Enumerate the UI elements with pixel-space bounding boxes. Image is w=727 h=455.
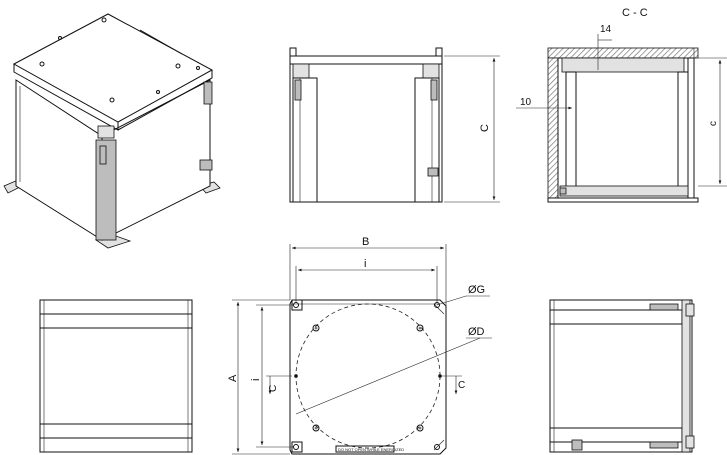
- section-title: C - C: [622, 7, 648, 19]
- left-side-view: [39, 299, 193, 453]
- iso-post-cap: [97, 125, 115, 139]
- iso-post-front: [95, 139, 117, 241]
- top-view-corner-chamfer-tr: [433, 303, 445, 315]
- top-dim-a-label: A: [227, 374, 239, 382]
- top-dim-i-label: i: [364, 258, 366, 270]
- iso-lid-edge-left: [13, 64, 119, 131]
- iso-post-right: [203, 81, 213, 105]
- section-bolt: [559, 187, 567, 195]
- front-bolt-left: [294, 79, 302, 101]
- iso-lid-screw-7: [196, 66, 200, 70]
- right-view-bottom-rail: [549, 427, 683, 443]
- front-lid-stub-right: [435, 47, 443, 57]
- iso-connector: [199, 159, 213, 171]
- right-view-connector: [571, 439, 583, 451]
- top-view-lid: [289, 299, 447, 455]
- left-view-bottom-rail: [39, 423, 193, 439]
- section-inner-right: [677, 71, 689, 193]
- right-view-post-cap-top: [685, 303, 695, 317]
- top-view-hole-br: [434, 444, 440, 450]
- section-cavity: [557, 57, 689, 199]
- front-lid: [289, 55, 443, 65]
- top-view-screw-2: [416, 324, 424, 332]
- cut-label-left: C: [268, 385, 279, 392]
- iso-lid-screw-6: [156, 90, 160, 94]
- iso-lid-screw-3: [175, 63, 181, 69]
- section-top-plate: [561, 57, 685, 73]
- top-view-screw-3: [312, 424, 320, 432]
- section-bottom-plate: [559, 185, 689, 197]
- section-dim-c-label: c: [708, 121, 719, 126]
- section-inner-left: [565, 71, 577, 193]
- right-view-top-rail: [549, 309, 683, 325]
- top-dim-is-label: i: [250, 379, 262, 381]
- left-view-top-rail: [39, 313, 193, 329]
- leader-og: [436, 295, 467, 306]
- front-post-cap-left: [292, 63, 310, 79]
- leader-od: [295, 337, 481, 415]
- isometric-view: [3, 13, 221, 249]
- iso-lid-screw-2: [101, 17, 107, 23]
- section-left-wall: [547, 57, 559, 199]
- section-view: C - C 14 10 c: [516, 7, 727, 203]
- front-connector: [427, 167, 439, 177]
- front-bolt-right: [430, 79, 438, 101]
- section-right-wall: [687, 57, 695, 199]
- right-view-bolt-bottom: [649, 441, 679, 449]
- top-view-screw-4: [416, 424, 424, 432]
- top-view-hole-tr: [434, 302, 440, 308]
- top-view-screw-3-center: [314, 426, 318, 430]
- top-view: DO NOT OPEN WHILE ENERGIZED B i A i C C …: [227, 236, 492, 455]
- right-view-post-cap-bottom: [685, 435, 695, 449]
- right-side-view: [549, 299, 695, 453]
- section-bottom-edge: [547, 197, 699, 203]
- front-view: C: [289, 47, 500, 203]
- label-og: ØG: [468, 284, 485, 296]
- cut-label-right: C: [458, 380, 465, 391]
- iso-lid-screw-1: [39, 61, 45, 67]
- top-view-screw-1: [312, 324, 320, 332]
- top-view-screw-1-center: [314, 326, 318, 330]
- iso-lid-screw-5: [58, 36, 62, 40]
- section-dim-14-label: 14: [600, 24, 612, 35]
- front-post-cap-right: [422, 63, 440, 79]
- top-view-center-dot-left: [294, 374, 298, 378]
- right-view-bolt-top: [649, 303, 679, 311]
- section-dim-10-label: 10: [520, 97, 532, 108]
- top-view-center-dot-right: [438, 374, 442, 378]
- label-od: ØD: [468, 326, 485, 338]
- section-top-wall: [547, 47, 699, 59]
- iso-lid-edge-right: [117, 70, 213, 131]
- iso-post-bolt: [99, 145, 107, 165]
- top-view-warning-text: DO NOT OPEN WHILE ENERGIZED: [338, 447, 404, 452]
- top-view-screw-2-center: [418, 326, 422, 330]
- top-dim-b-label: B: [362, 236, 369, 248]
- front-lid-stub-left: [289, 47, 297, 57]
- iso-label-slot: [139, 29, 183, 55]
- iso-lid-screw-4: [109, 97, 115, 103]
- front-dim-c-label: C: [479, 124, 491, 132]
- top-view-warning-plate: [335, 445, 395, 453]
- right-view-post: [681, 299, 691, 453]
- top-view-screw-4-center: [418, 426, 422, 430]
- right-view-body: [549, 299, 693, 453]
